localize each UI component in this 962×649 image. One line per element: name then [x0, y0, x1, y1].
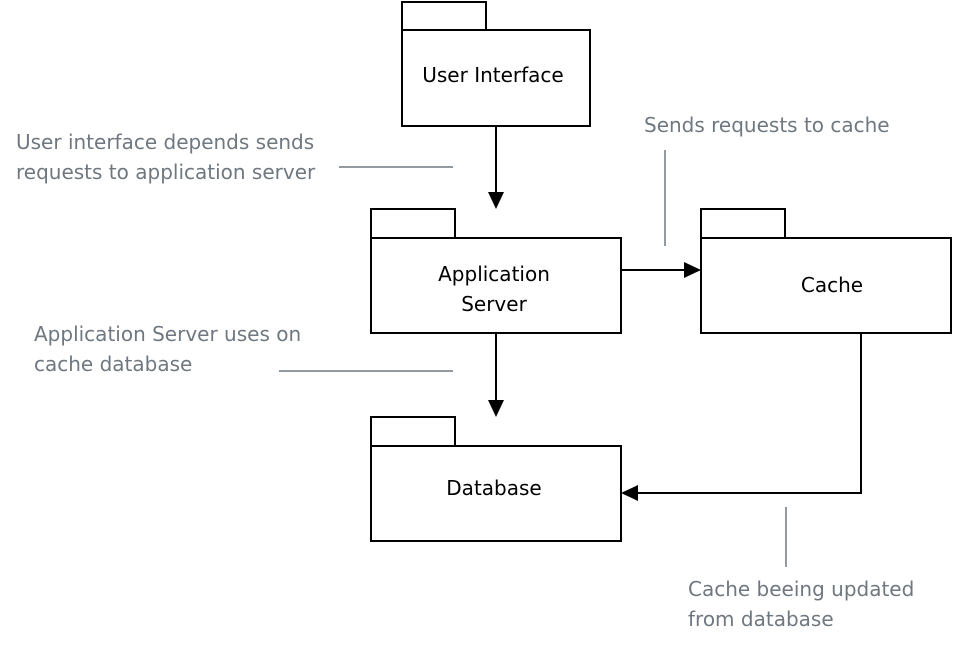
- package-user-interface[interactable]: User Interface: [401, 1, 591, 127]
- package-tab: [370, 208, 456, 239]
- package-cache[interactable]: Cache: [700, 208, 952, 334]
- package-label: User Interface: [422, 63, 563, 87]
- note-text-line2: from database: [688, 607, 834, 631]
- note-text-line1: Cache beeing updated: [688, 577, 914, 601]
- package-body: [700, 237, 952, 334]
- arrowhead-right: [684, 262, 701, 278]
- note-text-line1: Sends requests to cache: [644, 113, 890, 137]
- note-text-line1: Application Server uses on: [34, 322, 301, 346]
- connector-cache-to-database: [621, 333, 862, 501]
- package-body: [370, 445, 622, 542]
- package-label-line2: Server: [461, 292, 527, 316]
- connector-app-server-to-cache: [621, 262, 701, 278]
- connector-ui-to-app-server: [488, 126, 504, 209]
- package-label-line1: Application: [438, 262, 550, 286]
- package-tab: [700, 208, 786, 239]
- note-ui-to-app-server: User interface depends sends requests to…: [16, 130, 453, 184]
- package-database[interactable]: Database: [370, 416, 622, 542]
- arrowhead-down: [488, 400, 504, 417]
- package-application-server[interactable]: Application Server: [370, 208, 622, 334]
- package-body: [401, 29, 591, 127]
- arrowhead-down: [488, 192, 504, 209]
- note-text-line2: requests to application server: [16, 160, 316, 184]
- package-tab: [370, 416, 456, 447]
- arrowhead-left: [621, 485, 638, 501]
- package-label: Database: [446, 476, 541, 500]
- package-label: Cache: [801, 273, 863, 297]
- package-tab: [401, 1, 487, 31]
- note-text-line1: User interface depends sends: [16, 130, 314, 154]
- package-body: [370, 237, 622, 334]
- note-app-server-to-cache: Sends requests to cache: [644, 113, 890, 246]
- note-app-server-to-database: Application Server uses on cache databas…: [34, 322, 453, 376]
- connector-app-server-to-database: [488, 333, 504, 417]
- note-text-line2: cache database: [34, 352, 192, 376]
- note-cache-to-database: Cache beeing updated from database: [688, 507, 914, 631]
